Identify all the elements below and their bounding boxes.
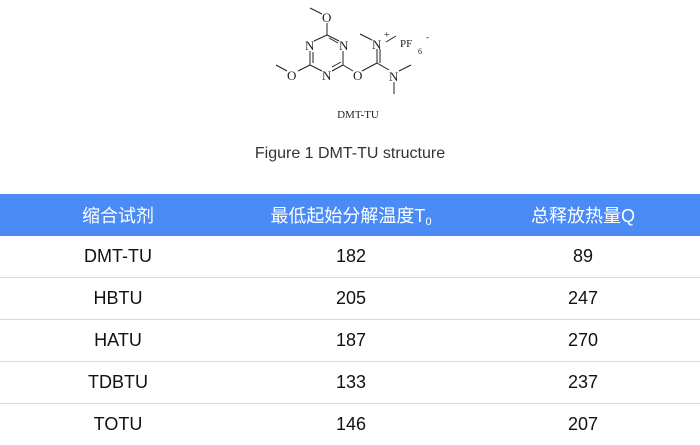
table-cell: 146 xyxy=(236,403,466,446)
atom-n: N xyxy=(339,38,349,53)
header-heat: 总释放热量Q xyxy=(466,194,700,236)
table-cell: 237 xyxy=(466,361,700,404)
table-cell: 182 xyxy=(236,236,466,278)
table-cell: TOTU xyxy=(0,403,236,446)
atom-n: N xyxy=(389,69,399,84)
dmt-tu-structure: O N N N O O N + N PF 6 - DMT-TU xyxy=(275,7,429,121)
table-cell: DMT-TU xyxy=(0,236,236,278)
table-cell: HBTU xyxy=(0,277,236,320)
counterion-sub: 6 xyxy=(418,47,422,56)
figure-caption: Figure 1 DMT-TU structure xyxy=(254,145,446,162)
atom-n: N xyxy=(372,37,382,52)
atom-o: O xyxy=(353,68,362,83)
atom-n: N xyxy=(305,38,315,53)
table-cell: 207 xyxy=(466,403,700,446)
header-subscript: 0 xyxy=(425,216,432,228)
atom-o: O xyxy=(287,68,296,83)
table-cell: HATU xyxy=(0,319,236,362)
atom-o: O xyxy=(322,10,331,25)
table-cell: 89 xyxy=(466,236,700,278)
header-temperature: 最低起始分解温度T0 xyxy=(236,194,466,236)
table-header: 缩合试剂 最低起始分解温度T0 总释放热量Q xyxy=(0,194,700,236)
counterion-charge: - xyxy=(426,32,429,42)
table-cell: 205 xyxy=(236,277,466,320)
table-cell: 187 xyxy=(236,319,466,362)
atom-n: N xyxy=(322,68,332,83)
header-reagent: 缩合试剂 xyxy=(0,194,236,236)
header-label: 缩合试剂 xyxy=(82,206,154,226)
table-cell: TDBTU xyxy=(0,361,236,404)
structure-label: DMT-TU xyxy=(337,109,379,121)
header-label: 最低起始分解温度T xyxy=(270,206,426,226)
charge-plus: + xyxy=(384,30,390,41)
header-label: 总释放热量Q xyxy=(530,206,635,226)
table-cell: 133 xyxy=(236,361,466,404)
table-cell: 247 xyxy=(466,277,700,320)
counterion: PF xyxy=(400,38,412,50)
table-cell: 270 xyxy=(466,319,700,362)
